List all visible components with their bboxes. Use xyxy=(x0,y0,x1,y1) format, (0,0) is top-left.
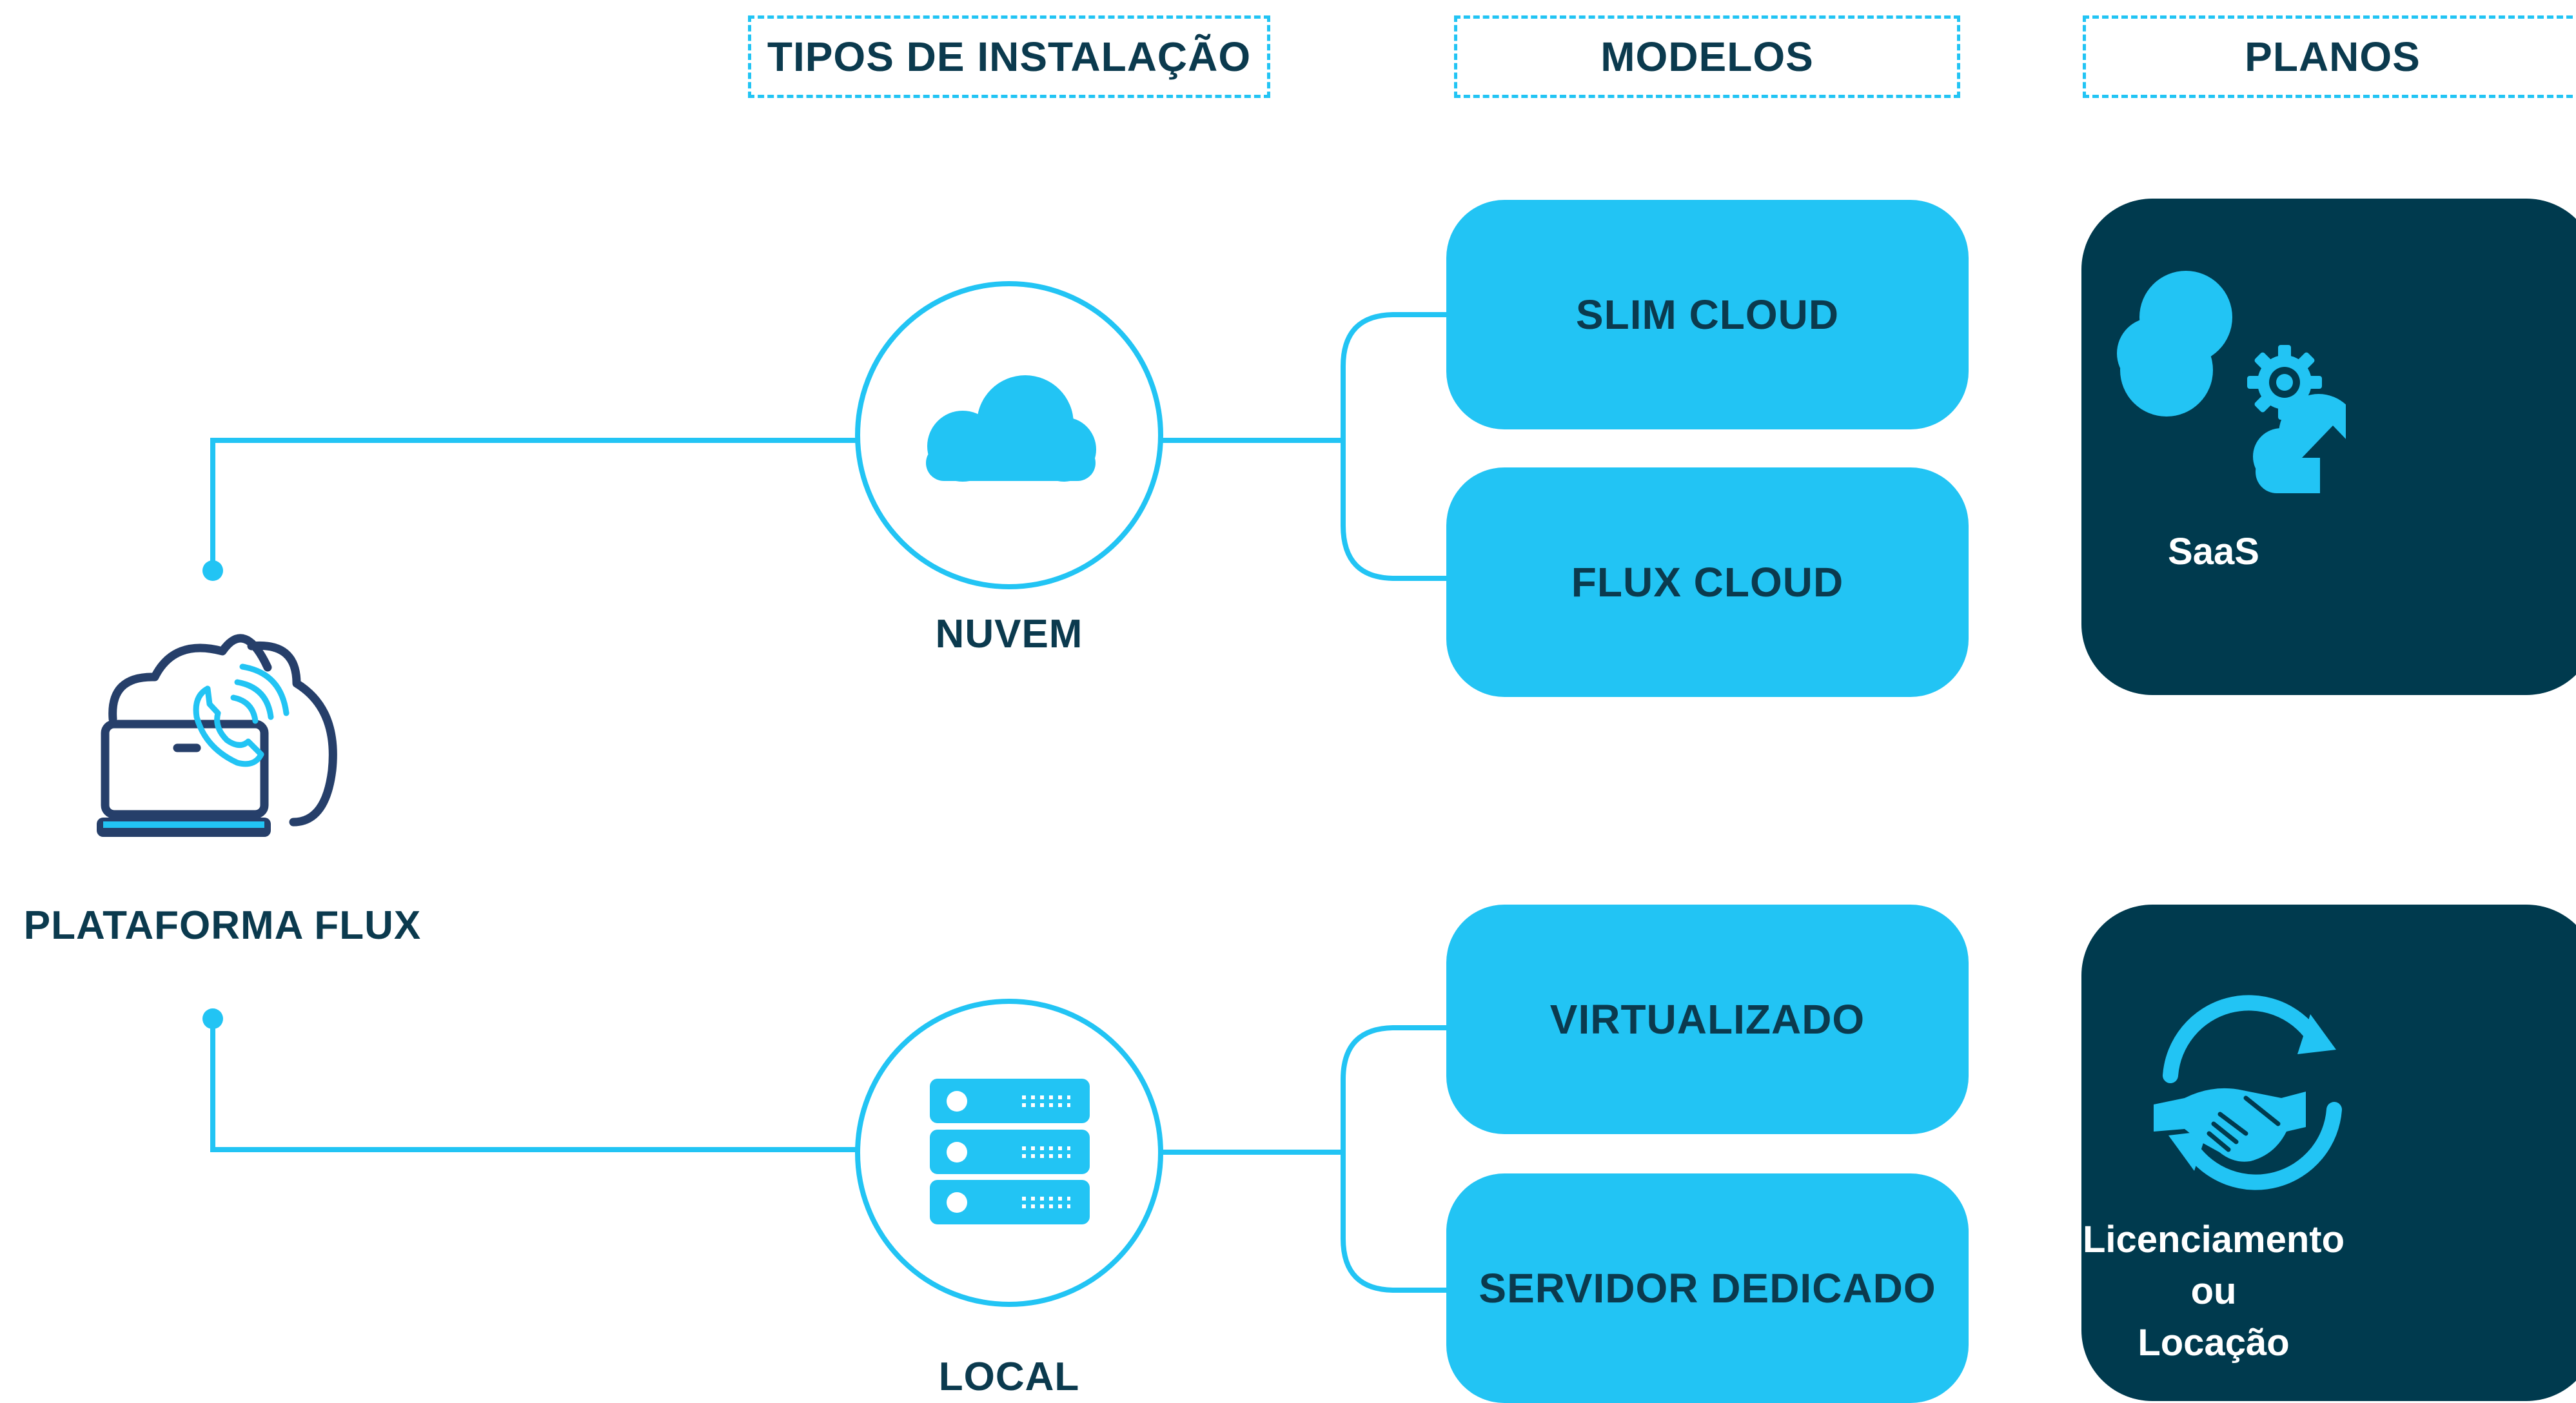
local-circle xyxy=(855,999,1163,1307)
cloud-upload-gear-icon xyxy=(2117,271,2346,493)
header-plans: PLANOS xyxy=(2083,15,2576,98)
connector-local-models xyxy=(1161,1025,1446,1293)
plan-label-saas: SaaS xyxy=(2168,531,2259,573)
plan-card-saas: SaaS xyxy=(2081,199,2576,695)
server-rack-icon xyxy=(930,1079,1090,1224)
model-virtualizado[interactable]: VIRTUALIZADO xyxy=(1446,905,1969,1134)
header-installation-types: TIPOS DE INSTALAÇÃO xyxy=(748,15,1270,98)
connector-dot-bottom xyxy=(202,1008,223,1029)
plan-card-licenciamento: Licenciamento ou Locação xyxy=(2081,905,2576,1401)
nuvem-circle xyxy=(855,281,1163,589)
plan-label-line2: Locação xyxy=(2138,1322,2290,1364)
installation-label-nuvem: NUVEM xyxy=(935,612,1083,656)
connector-nuvem-models xyxy=(1161,312,1446,581)
connector-dot-top xyxy=(202,560,223,581)
plan-label-line1: Licenciamento ou xyxy=(2082,1219,2345,1312)
connector-platform-nuvem xyxy=(210,438,858,571)
connector-platform-local xyxy=(210,1019,858,1152)
model-flux-cloud[interactable]: FLUX CLOUD xyxy=(1446,467,1969,697)
laptop-cloud-phone-icon xyxy=(97,634,337,837)
platform-label: PLATAFORMA FLUX xyxy=(23,903,422,948)
header-models: MODELOS xyxy=(1454,15,1960,98)
handshake-cycle-icon xyxy=(2154,995,2342,1190)
installation-label-local: LOCAL xyxy=(938,1355,1080,1399)
model-slim-cloud[interactable]: SLIM CLOUD xyxy=(1446,200,1969,429)
plan-label-licenciamento: Licenciamento ou Locação xyxy=(2081,1214,2346,1369)
cloud-icon xyxy=(926,375,1096,482)
model-servidor-dedicado[interactable]: SERVIDOR DEDICADO xyxy=(1446,1173,1969,1403)
